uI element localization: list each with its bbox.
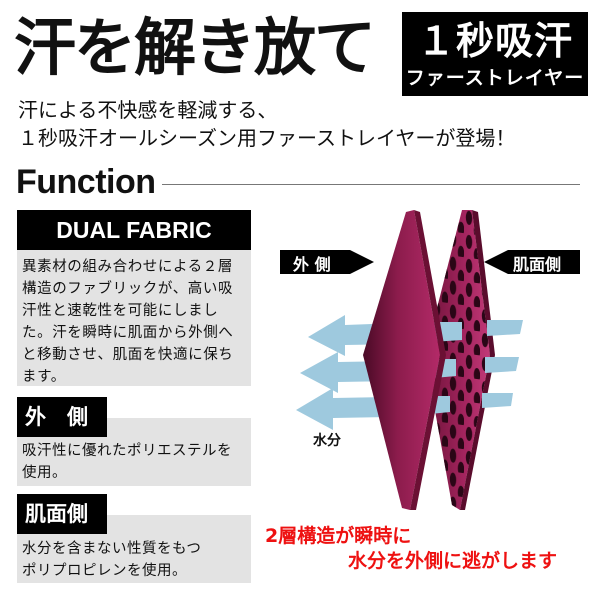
inner-label-tag <box>484 250 580 274</box>
outer-line: 吸汗性に優れたポリエステルを <box>22 443 232 459</box>
badge-line2: ファーストレイヤー <box>405 67 585 89</box>
section-divider <box>162 184 580 185</box>
desc-line: と移動させ、肌面を快適に保ち <box>22 347 234 363</box>
section-title: Function <box>16 163 156 201</box>
callout-line2: 水分を外側に逃がします <box>348 550 558 572</box>
inner-side-text: 水分を含まない性質をもつ ポリプロピレンを使用。 <box>22 538 201 582</box>
desc-line: 構造のファブリックが、高い吸 <box>22 281 234 297</box>
dual-fabric-heading: DUAL FABRIC <box>17 210 251 250</box>
moisture-arrows-right <box>482 320 523 408</box>
badge: １秒吸汗 ファーストレイヤー <box>402 12 588 96</box>
inner-line: 水分を含まない性質をもつ <box>22 541 202 557</box>
outer-label-tag <box>280 250 374 274</box>
badge-line1: １秒吸汗 <box>416 19 573 63</box>
subtitle-line1: 汗による不快感を軽減する、 <box>18 98 278 122</box>
diagram-label-outer: 外 側 <box>293 255 331 274</box>
desc-line: 汗性と速乾性を可能にしまし <box>22 303 219 319</box>
dual-layer-diagram <box>280 210 580 510</box>
outer-fabric-panel <box>363 210 446 510</box>
inner-line: ポリプロピレンを使用。 <box>22 563 187 579</box>
inner-fabric-panel <box>425 210 495 510</box>
diagram-label-inner: 肌面側 <box>513 255 562 274</box>
callout-line1: 2層構造が瞬時に <box>265 525 412 547</box>
diagram-label-moisture: 水分 <box>313 433 341 449</box>
outer-side-tag: 外 側 <box>17 397 107 437</box>
desc-line: ます。 <box>22 369 66 385</box>
inner-side-tag: 肌面側 <box>17 494 107 534</box>
dual-fabric-description: 異素材の組み合わせによる２層 構造のファブリックが、高い吸 汗性と速乾性を可能に… <box>17 250 251 386</box>
outer-line: 使用。 <box>22 465 67 481</box>
headline: 汗を解き放て <box>14 11 376 84</box>
outer-side-text: 吸汗性に優れたポリエステルを 使用。 <box>22 440 232 484</box>
desc-line: 異素材の組み合わせによる２層 <box>22 259 233 275</box>
subtitle-line2: １秒吸汗オールシーズン用ファーストレイヤーが登場！ <box>18 126 516 150</box>
desc-line: た。汗を瞬時に肌面から外側へ <box>22 325 234 341</box>
subtitle: 汗による不快感を軽減する、 １秒吸汗オールシーズン用ファーストレイヤーが登場！ <box>18 96 515 152</box>
